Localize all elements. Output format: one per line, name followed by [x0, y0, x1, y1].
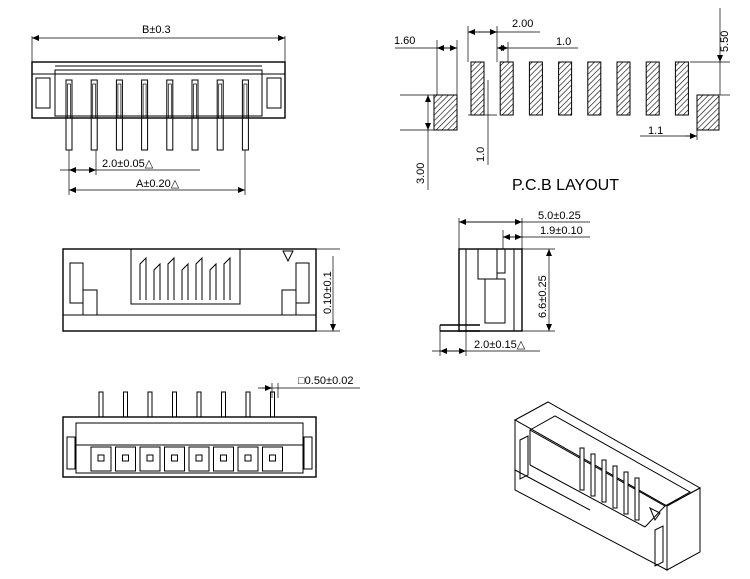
front-pin — [195, 256, 203, 300]
bottom-pin-square — [146, 454, 154, 462]
side-height-label: 6.6±0.25 — [537, 275, 549, 318]
front-pin — [153, 262, 161, 300]
front-pin — [139, 256, 147, 300]
top-pin-core — [167, 83, 172, 119]
bottom-pin — [221, 391, 226, 418]
iso-pin — [623, 471, 629, 515]
front-pin — [223, 256, 231, 300]
iso-pin — [601, 459, 607, 503]
top-pin-core — [92, 83, 97, 119]
pcb-anchor-pad-right — [696, 94, 720, 131]
bottom-pin — [98, 391, 104, 418]
top-pin — [166, 79, 174, 151]
isometric-pins — [579, 447, 640, 521]
pcb-pad — [499, 61, 514, 116]
bottom-pin — [147, 391, 153, 418]
bottom-pin-cell — [188, 446, 210, 472]
bottom-pin-square — [244, 454, 252, 462]
top-pin-core — [142, 83, 147, 119]
bottom-pin-cell — [164, 446, 185, 472]
top-pin — [216, 79, 224, 151]
pcb-2-00-label: 2.00 — [512, 18, 533, 30]
top-view-pins — [65, 79, 249, 151]
bottom-pin — [196, 391, 202, 418]
top-pin — [115, 79, 123, 151]
side-pin-label: 2.0±0.15△ — [474, 339, 526, 351]
bottom-view-pins — [90, 391, 283, 472]
pcb-1-0-left-label: 1.0 — [475, 147, 487, 162]
bottom-pin-square — [122, 454, 129, 462]
bottom-pin — [270, 391, 275, 418]
pcb-pad — [558, 61, 573, 116]
front-view: 0.10±0.1 — [62, 248, 340, 332]
pcb-pad — [645, 61, 660, 116]
bottom-view: □0.50±0.02 — [62, 375, 360, 478]
top-pin-core — [67, 83, 71, 119]
bottom-pin-cell — [90, 446, 112, 472]
pcb-pad — [587, 61, 602, 116]
iso-pin — [579, 447, 585, 491]
pcb-pads — [470, 61, 689, 116]
side-wall-label: 1.9±0.10 — [540, 225, 583, 237]
front-pin — [209, 262, 217, 300]
pcb-pad — [674, 61, 689, 116]
side-depth-label: 5.0±0.25 — [538, 210, 581, 222]
bottom-pin-cell — [213, 446, 234, 472]
bottom-pin-square — [171, 454, 178, 462]
pcb-1-1-label: 1.1 — [648, 125, 663, 137]
top-pin — [90, 79, 98, 151]
top-view: B±0.3 2.0±0.05△ A±0.20△ — [31, 24, 286, 195]
iso-pin — [634, 477, 640, 521]
pcb-pad — [470, 61, 485, 116]
pcb-pad — [616, 61, 631, 116]
pcb-pad — [528, 61, 543, 116]
pcb-1-0-top-label: 1.0 — [556, 36, 571, 48]
pin-span-label: A±0.20△ — [136, 178, 180, 190]
bottom-pin — [245, 391, 251, 418]
bottom-pin-square — [269, 454, 276, 462]
side-view: 5.0±0.25 1.9±0.10 6.6±0.25 2.0±0.15△ — [432, 210, 590, 356]
top-pin — [191, 79, 199, 151]
pcb-3-00-label: 3.00 — [415, 163, 427, 184]
bottom-pin-cell — [237, 446, 259, 472]
front-pin — [181, 262, 189, 300]
bottom-pin — [123, 391, 128, 418]
overall-width-label: B±0.3 — [142, 24, 171, 36]
front-0-10-label: 0.10±0.1 — [322, 271, 334, 314]
bottom-pin — [172, 391, 177, 418]
bottom-pin-cell — [262, 446, 283, 472]
pin-pitch-label: 2.0±0.05△ — [102, 158, 154, 170]
pcb-anchor-pad-left — [433, 94, 458, 131]
iso-pin — [590, 453, 596, 497]
top-pin — [141, 79, 149, 151]
pcb-1-60-label: 1.60 — [394, 35, 415, 47]
pin-square-label: □0.50±0.02 — [298, 375, 354, 387]
front-view-pins — [139, 256, 231, 300]
top-pin-core — [218, 83, 223, 119]
top-pin — [241, 79, 249, 151]
bottom-pin-square — [97, 454, 105, 462]
top-pin-core — [193, 83, 197, 119]
bottom-pin-square — [195, 454, 203, 462]
bottom-pin-square — [220, 454, 227, 462]
bottom-pin-cell — [115, 446, 136, 472]
iso-pin — [612, 465, 618, 509]
bottom-pin-cell — [139, 446, 161, 472]
top-pin-core — [117, 83, 122, 119]
front-pin — [167, 256, 175, 300]
pcb-layout: 1.60 2.00 1.0 5.50 3.00 1.0 1.1 P.C — [394, 8, 731, 194]
pcb-5-50-label: 5.50 — [719, 31, 731, 52]
top-pin — [65, 79, 73, 151]
isometric-view — [513, 401, 702, 571]
top-pin-core — [243, 83, 248, 119]
pcb-layout-title: P.C.B LAYOUT — [512, 177, 619, 194]
